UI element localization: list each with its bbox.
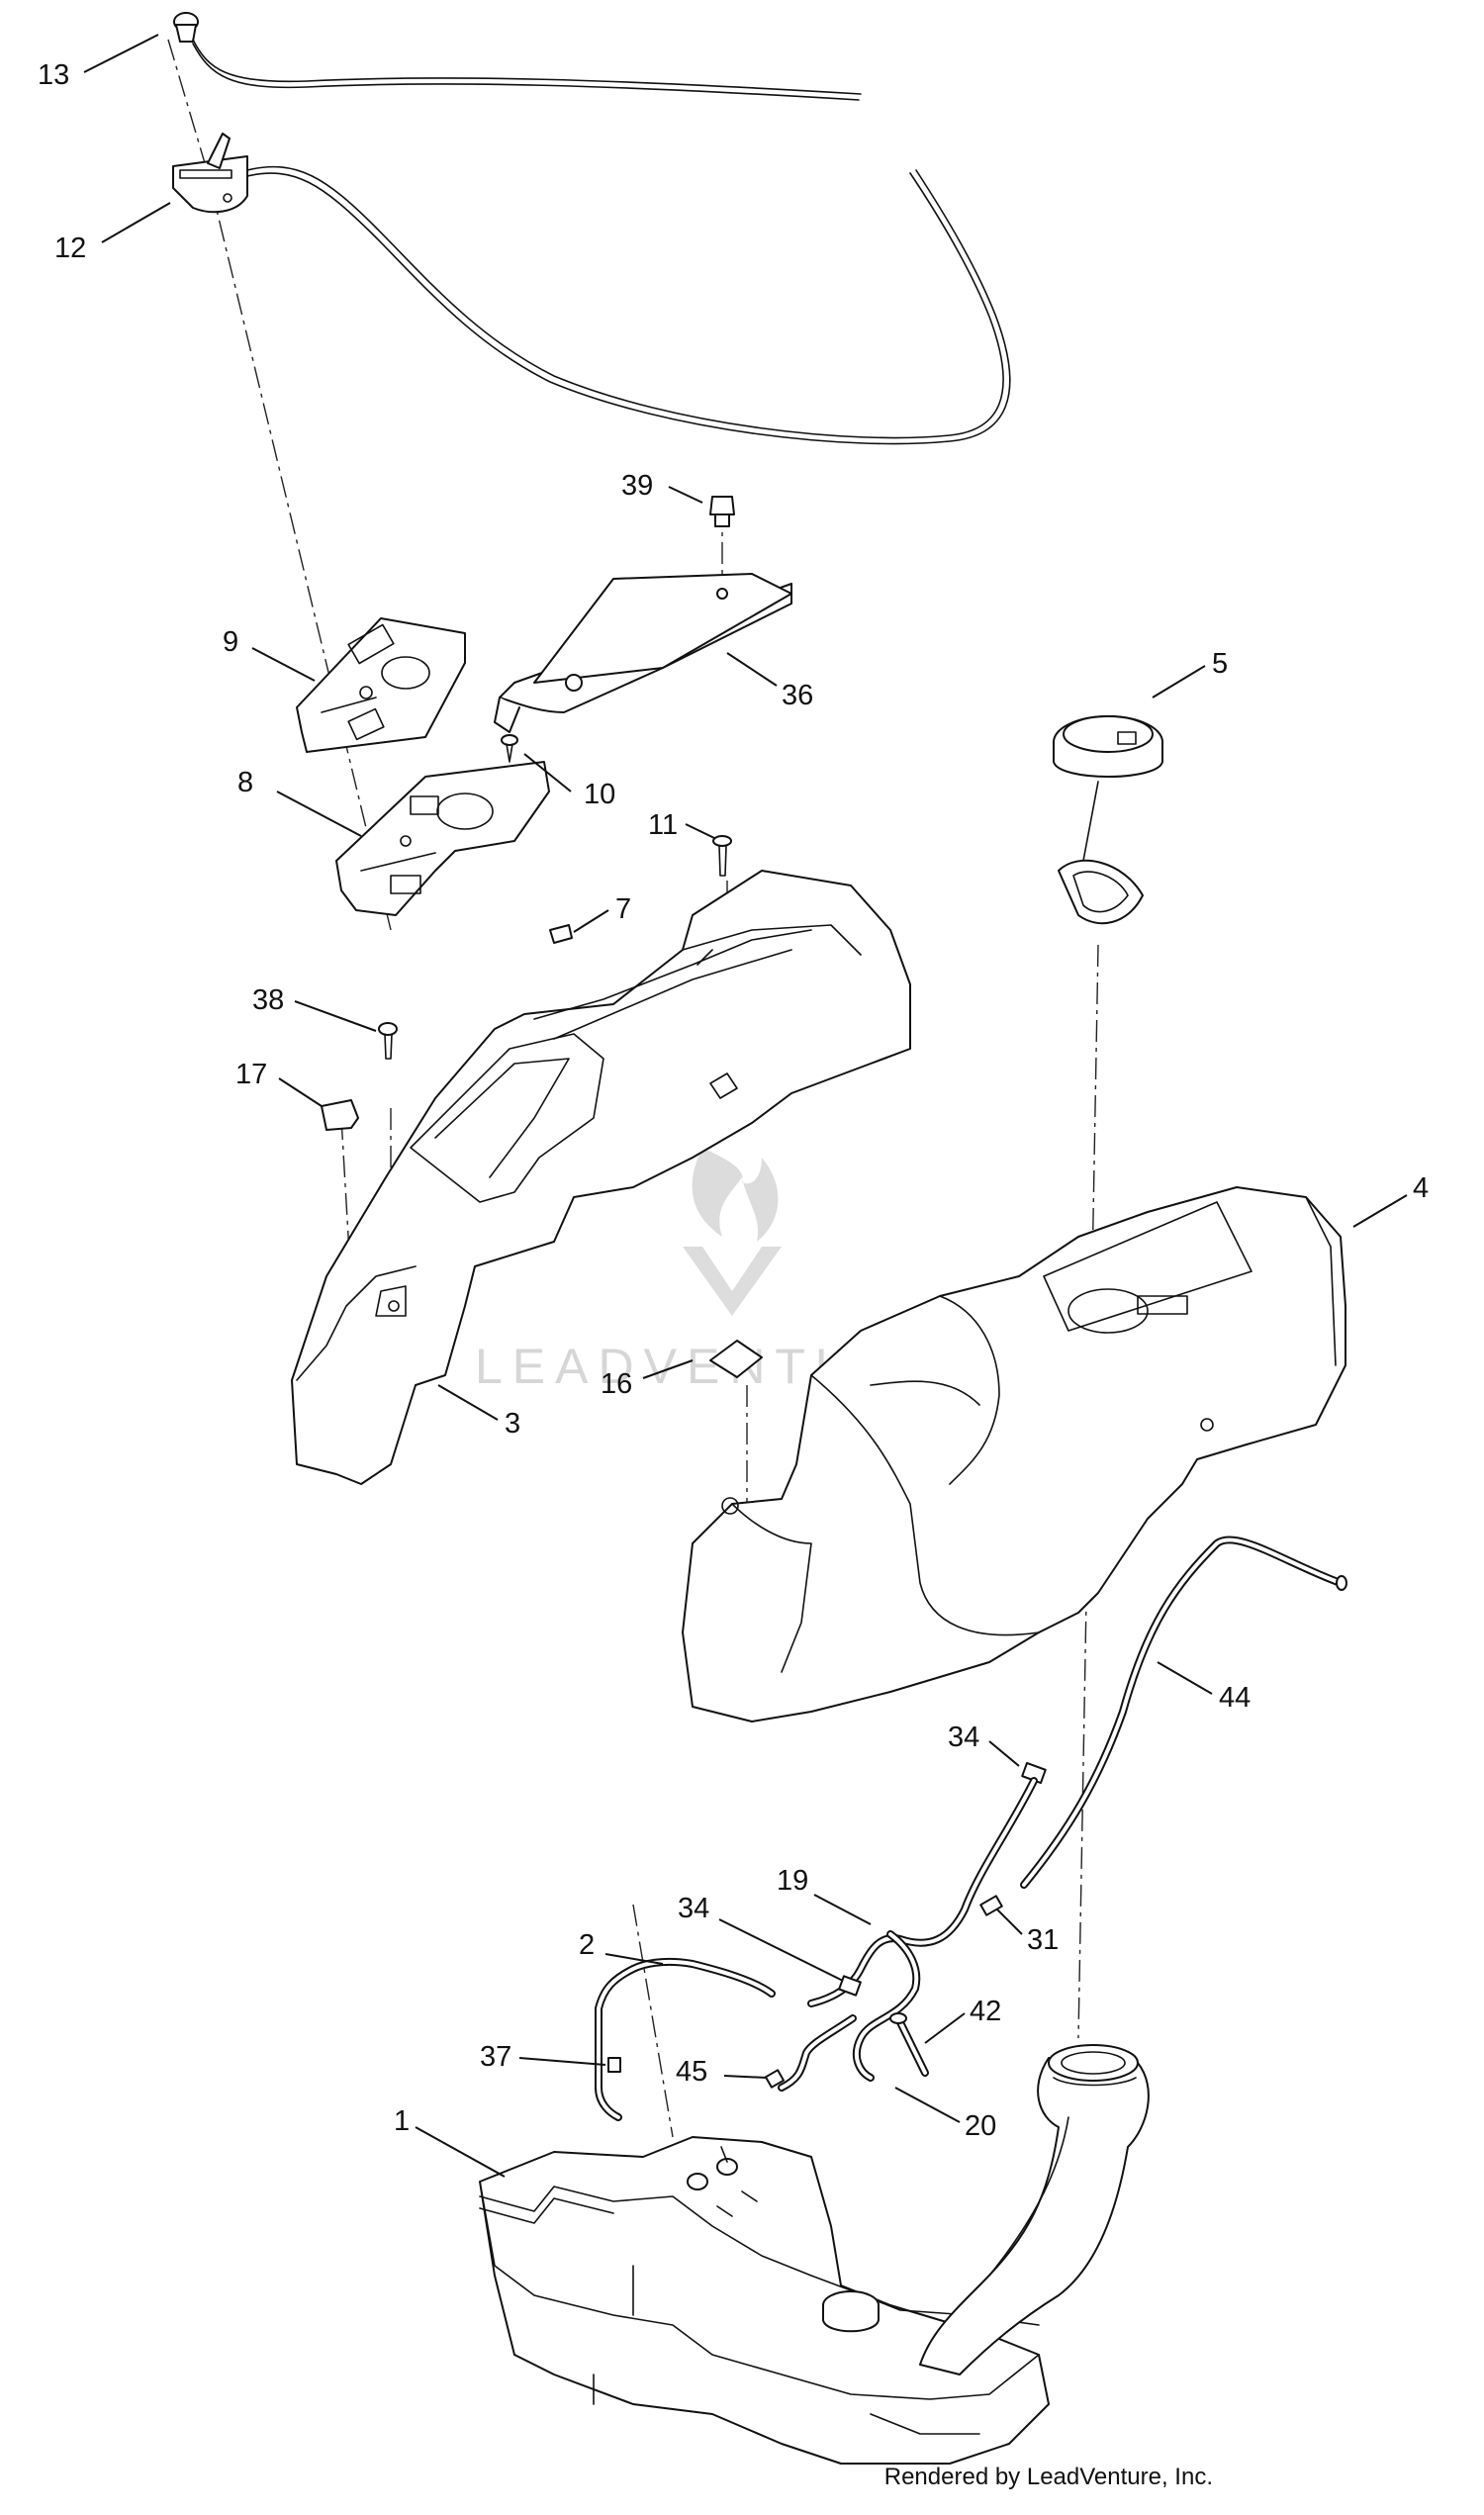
callout-45: 45: [676, 2056, 707, 2088]
callout-9: 9: [223, 626, 238, 658]
bracket-2: [595, 1957, 776, 2121]
bolt-11: [712, 835, 732, 877]
callout-7: 7: [615, 893, 631, 925]
callout-34-lower: 34: [678, 1893, 709, 1924]
callout-17: 17: [235, 1059, 267, 1090]
callout-11: 11: [648, 809, 678, 841]
callout-3: 3: [505, 1408, 520, 1440]
fender-body: [682, 1186, 1346, 1723]
callout-5: 5: [1212, 648, 1228, 680]
clamp-34-lower: [838, 1975, 862, 1997]
callout-8: 8: [237, 767, 253, 798]
screw-10: [501, 734, 518, 763]
callout-10: 10: [584, 779, 615, 810]
clip-7: [549, 924, 573, 944]
console-housing: [291, 870, 911, 1485]
callout-38: 38: [252, 984, 284, 1016]
choke-cable: [173, 12, 862, 101]
fitting-45: [764, 2069, 786, 2089]
throttle-control: [172, 133, 1011, 445]
control-panel-upper: [296, 617, 466, 753]
hose-42: [889, 2012, 929, 2077]
callout-20: 20: [965, 2110, 996, 2142]
callout-37: 37: [480, 2041, 511, 2073]
callout-44: 44: [1219, 1682, 1251, 1714]
watermark-logo: [683, 1148, 782, 1316]
callout-16: 16: [601, 1368, 632, 1400]
fastener-39: [709, 496, 735, 527]
screw-37: [607, 2057, 621, 2073]
fitting-31: [979, 1895, 1003, 1916]
credit-text: Rendered by LeadVenture, Inc.: [883, 2464, 1213, 2490]
control-panel-lower: [335, 761, 550, 916]
callout-13: 13: [38, 59, 69, 91]
fuel-tank: [479, 2136, 1050, 2465]
callout-4: 4: [1413, 1172, 1429, 1204]
tab-16: [709, 1340, 763, 1378]
callout-2: 2: [579, 1929, 595, 1961]
callout-42: 42: [970, 1996, 1001, 2027]
callout-12: 12: [54, 233, 86, 264]
callout-1: 1: [394, 2105, 410, 2137]
filler-neck: [919, 2044, 1150, 2375]
callout-31: 31: [1027, 1924, 1059, 1956]
breather-hose: [1020, 1536, 1347, 1889]
fuel-cap: [1053, 715, 1163, 925]
callout-34-upper: 34: [948, 1722, 979, 1753]
callout-36: 36: [782, 680, 813, 711]
access-cover: [494, 573, 792, 733]
leader-lines: [83, 34, 1408, 2178]
callout-39: 39: [621, 470, 653, 502]
callout-labels: 13 12 39 9 36 5 8 10 11 7 38 17 4 16 3 4…: [38, 59, 1429, 2142]
callout-19: 19: [777, 1865, 808, 1897]
tab-17: [321, 1099, 359, 1131]
bolt-38: [378, 1022, 398, 1060]
